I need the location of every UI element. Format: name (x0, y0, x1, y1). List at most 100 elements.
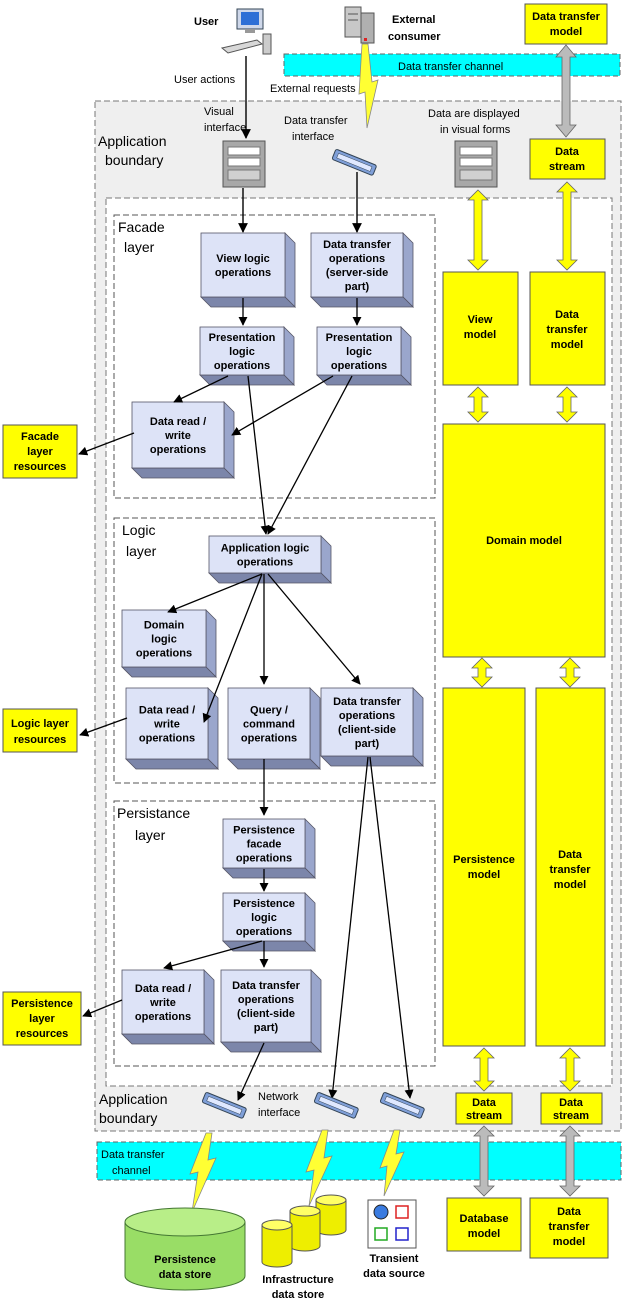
displayed-label-1: Data are displayed (428, 108, 520, 120)
op-box-bottom (310, 296, 414, 308)
op-box-bottom (222, 867, 316, 879)
op-box-label: operations (139, 733, 195, 745)
data-stream-top-1: Data (555, 146, 580, 158)
double-arrow-domain-to-dt (559, 657, 581, 688)
logic-layer-label-2: layer (126, 543, 157, 559)
op-box-label: logic (346, 346, 372, 358)
user-label: User (194, 16, 219, 28)
op-box-label: (client-side (237, 1008, 295, 1020)
arrow-dt1-to-net3 (369, 756, 414, 1099)
double-arrow-domain-to-persistence (471, 657, 493, 688)
resource-boxes: Facade layer resources Logic layer resou… (2, 424, 82, 1046)
op-box-side (205, 609, 217, 678)
op-box-face (222, 818, 306, 869)
op-box-label: write (149, 997, 176, 1009)
op-box-side (402, 232, 414, 308)
op-box-label: logic (151, 634, 177, 646)
persistence-model-1: Persistence (453, 854, 515, 866)
op-box-face (220, 969, 312, 1043)
infrastructure-store-cylinders (261, 1194, 347, 1268)
dt-model-mid-1: Data (555, 309, 580, 321)
logic-layer-label-1: Logic (122, 522, 155, 538)
arrow-pres2-to-rw (231, 375, 334, 436)
op-box-label: Persistence (233, 825, 295, 837)
op-box-label: logic (251, 912, 277, 924)
op-box-label: Persistence (233, 898, 295, 910)
facade-res-2: layer (27, 446, 53, 458)
bottom-data-transfer-channel (96, 1141, 622, 1181)
op-box-label: operations (135, 1011, 191, 1023)
gray-double-arrow-stream-to-db (473, 1125, 495, 1197)
database-model-1: Database (460, 1213, 509, 1225)
external-label-2: consumer (388, 31, 441, 43)
persistence-model-box (442, 687, 526, 1047)
op-box-label: operations (237, 557, 293, 569)
op-box-side (310, 969, 322, 1053)
op-box-label: operations (238, 994, 294, 1006)
transient-source-icon (367, 1199, 417, 1249)
data-stream-b1-1: Data (472, 1097, 497, 1109)
op-box-face (199, 326, 285, 376)
arrow-dt1-to-net2 (328, 756, 369, 1099)
op-box-side (223, 401, 235, 479)
lightning-icon-3 (379, 1129, 405, 1197)
arrow-pers-rw-to-res (82, 999, 123, 1018)
visual-interface-label-2: interface (204, 122, 246, 134)
bottom-channel-2: channel (112, 1165, 151, 1177)
dt-interface-label-2: interface (292, 131, 334, 143)
op-box-bottom (227, 758, 321, 770)
double-arrow-persistence-to-stream (473, 1047, 495, 1092)
infra-store-1: Infrastructure (262, 1274, 334, 1286)
logic-resources-box (2, 708, 78, 753)
op-box-label: operations (236, 853, 292, 865)
app-boundary-bottom-2: boundary (99, 1110, 157, 1126)
op-box-face (121, 969, 205, 1035)
app-boundary-bottom-1: Application (99, 1091, 168, 1107)
models-column: View model Data transfer model Domain mo… (442, 271, 609, 1259)
op-box-label: operations (214, 360, 270, 372)
form-icon-right (454, 140, 498, 188)
model-double-arrows (467, 181, 581, 1197)
network-card-icon-1 (201, 1092, 247, 1119)
logic-res-1: Logic layer (11, 718, 70, 730)
op-box-bottom (222, 940, 316, 952)
op-box-label: operations (150, 444, 206, 456)
op-box-label: operations (329, 253, 385, 265)
op-box-label: write (153, 719, 180, 731)
op-box-bottom (220, 1041, 322, 1053)
op-box-label: facade (247, 839, 282, 851)
view-model-2: model (464, 329, 496, 341)
persistence-layer-label-1: Persistance (117, 805, 190, 821)
computer-icon (220, 8, 272, 55)
top-channel-label: Data transfer channel (398, 61, 503, 73)
transient-1: Transient (370, 1253, 419, 1265)
flow-arrows (78, 298, 414, 1101)
network-interface-2: interface (258, 1107, 300, 1119)
op-box-face (131, 401, 225, 469)
op-box-label: Data read / (139, 705, 195, 717)
op-box-label: Data transfer (232, 980, 301, 992)
op-box-face (125, 687, 209, 760)
op-box-bottom (131, 467, 235, 479)
gray-double-arrow-top (555, 44, 577, 138)
arrow-pres1-to-rw (173, 375, 229, 403)
arrow-pres2-to-app (267, 375, 353, 535)
arrow-dt2-to-net1 (237, 1042, 265, 1101)
op-box-label: operations (236, 926, 292, 938)
data-stream-b2-box (540, 1092, 603, 1125)
op-box-label: Domain (144, 620, 185, 632)
arrow-app-to-domain (167, 573, 263, 614)
lightning-icon-1 (189, 1132, 217, 1213)
facade-layer-label-2: layer (124, 239, 155, 255)
op-box-logic-rw: Data read / write operations (125, 687, 219, 770)
op-box-label: part) (345, 281, 370, 293)
op-box-label: (client-side (338, 724, 396, 736)
double-arrow-dt-to-domain (556, 386, 578, 423)
database-model-2: model (468, 1228, 500, 1240)
